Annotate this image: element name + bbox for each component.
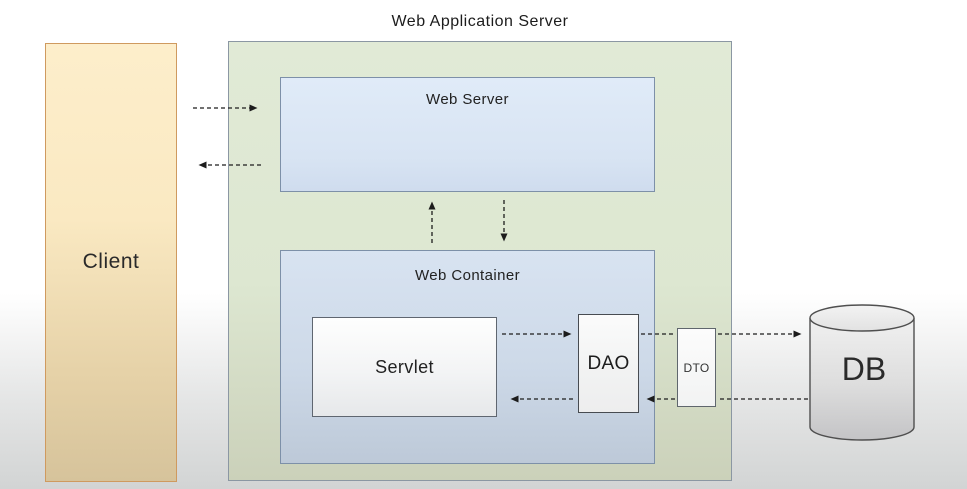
dto-label: DTO (683, 360, 710, 375)
client-label: Client (82, 250, 140, 273)
web-server-label: Web Server (426, 91, 509, 108)
servlet-node: Servlet (312, 317, 497, 417)
dao-node: DAO (578, 314, 639, 413)
servlet-label: Servlet (375, 356, 434, 377)
db-label: DB (841, 351, 887, 387)
dao-label: DAO (587, 352, 630, 374)
client-node: Client (45, 43, 177, 482)
diagram-title: Web Application Server (391, 13, 569, 30)
database-cylinder-icon (809, 304, 915, 441)
web-server-node: Web Server (280, 77, 655, 192)
dto-node: DTO (677, 328, 716, 407)
web-container-label: Web Container (415, 267, 520, 284)
